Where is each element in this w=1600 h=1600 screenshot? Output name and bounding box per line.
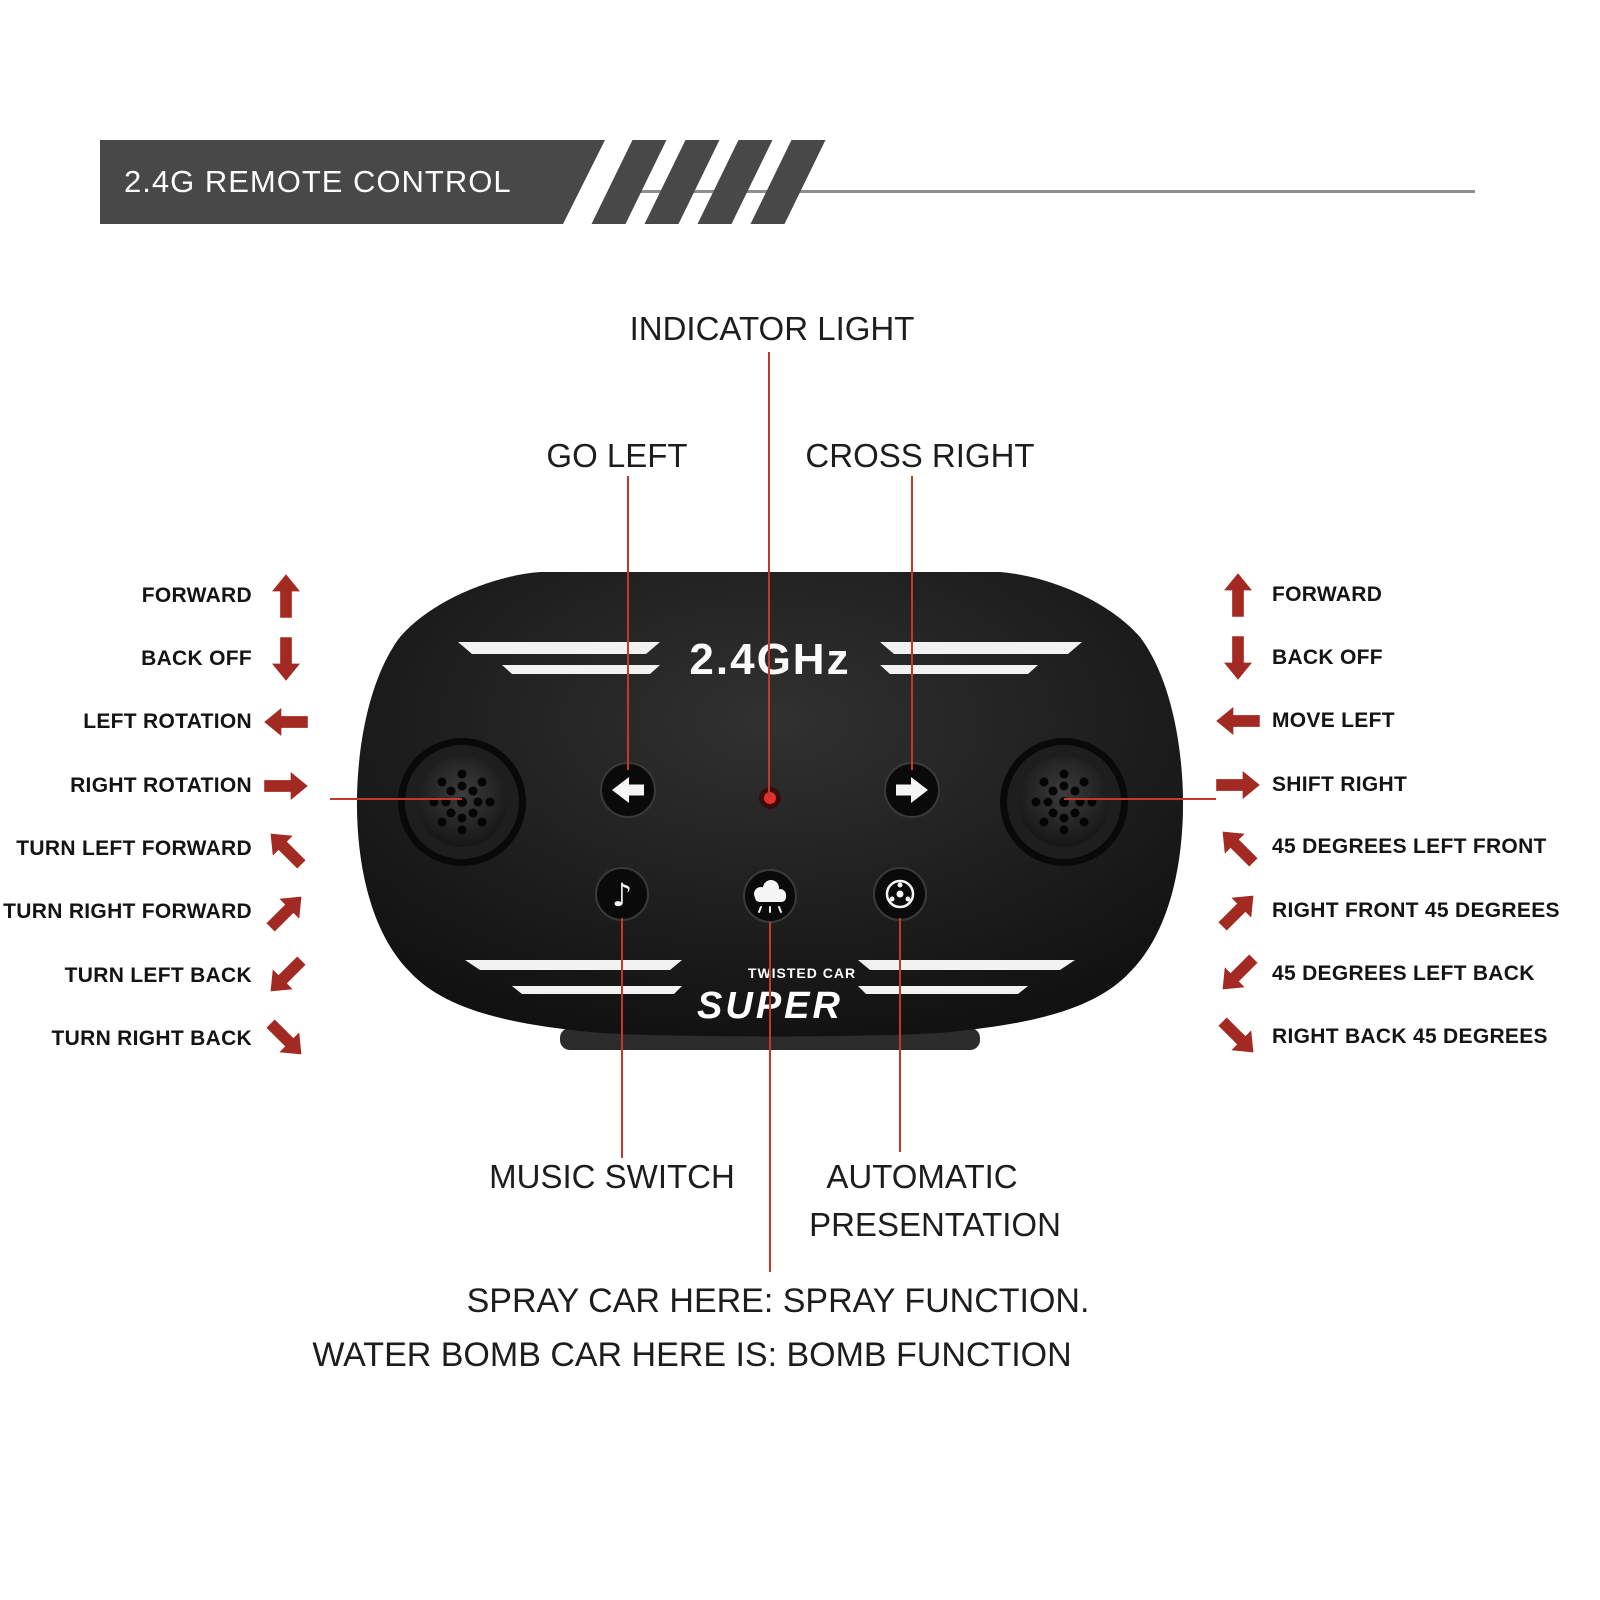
go-left-button — [600, 762, 656, 818]
remote-control-illustration: 2.4GHz — [356, 572, 1184, 1050]
left-label: RIGHT ROTATION — [70, 774, 252, 797]
left-joystick — [398, 738, 526, 866]
right-joystick-connector-line — [1064, 798, 1216, 800]
left-label: TURN RIGHT BACK — [51, 1027, 252, 1050]
left-joystick-connector-line — [330, 798, 462, 800]
left-arrow-icon — [260, 694, 312, 750]
divider-line — [640, 190, 1475, 193]
right-arrow-icon — [260, 758, 312, 814]
left-label: LEFT ROTATION — [83, 710, 252, 733]
right-label: RIGHT BACK 45 DEGREES — [1272, 1025, 1548, 1048]
cross-right-button — [884, 762, 940, 818]
right-label: 45 DEGREES LEFT BACK — [1272, 962, 1535, 985]
right-label-row: RIGHT BACK 45 DEGREES — [1212, 1009, 1548, 1065]
music-switch-label: MUSIC SWITCH — [489, 1158, 735, 1195]
right-label-row: BACK OFF — [1212, 630, 1383, 686]
brand-trim — [465, 960, 1075, 994]
left-label: BACK OFF — [141, 647, 252, 670]
right-arrow-icon — [1212, 757, 1264, 813]
up-left-arrow-icon — [1212, 819, 1264, 875]
cross-right-label: CROSS RIGHT — [805, 437, 1035, 474]
right-label-row: RIGHT FRONT 45 DEGREES — [1212, 883, 1560, 939]
right-label-row: 45 DEGREES LEFT BACK — [1212, 946, 1535, 1002]
left-label: FORWARD — [141, 584, 252, 607]
left-label-row: RIGHT ROTATION — [70, 758, 312, 814]
right-label: RIGHT FRONT 45 DEGREES — [1272, 899, 1560, 922]
spray-button — [743, 869, 797, 923]
automatic-label-line1: AUTOMATIC — [826, 1158, 1018, 1195]
right-label-row: MOVE LEFT — [1212, 693, 1395, 749]
left-label-row: LEFT ROTATION — [83, 694, 312, 750]
music-button: ♪ — [595, 867, 649, 921]
left-label-row: BACK OFF — [141, 631, 312, 687]
left-label: TURN RIGHT FORWARD — [3, 900, 252, 923]
banner-title: 2.4G REMOTE CONTROL — [124, 164, 512, 199]
spray-connector-line — [769, 922, 771, 1272]
left-label-row: TURN LEFT FORWARD — [16, 821, 312, 877]
music-icon: ♪ — [612, 876, 632, 914]
top-trim — [458, 642, 1082, 674]
up-right-arrow-icon — [260, 884, 312, 940]
left-arrow-icon — [1212, 693, 1264, 749]
brand-main-label: SUPER — [697, 985, 843, 1027]
down-left-arrow-icon — [260, 948, 312, 1004]
wheel-icon — [885, 879, 915, 909]
indicator-led — [759, 787, 781, 809]
right-label: MOVE LEFT — [1272, 709, 1395, 732]
up-left-arrow-icon — [260, 821, 312, 877]
go-left-connector-line — [627, 476, 629, 770]
down-left-arrow-icon — [1212, 946, 1264, 1002]
frequency-label: 2.4GHz — [689, 635, 850, 684]
right-label-row: SHIFT RIGHT — [1212, 757, 1407, 813]
left-label-row: FORWARD — [142, 568, 312, 624]
cross-right-connector-line — [911, 476, 913, 770]
up-arrow-icon — [1212, 567, 1264, 623]
right-label: 45 DEGREES LEFT FRONT — [1272, 835, 1547, 858]
bomb-note: WATER BOMB CAR HERE IS: BOMB FUNCTION — [312, 1336, 1072, 1374]
spray-note: SPRAY CAR HERE: SPRAY FUNCTION. — [466, 1282, 1090, 1320]
automatic-label-line2: PRESENTATION — [809, 1206, 1061, 1243]
up-arrow-icon — [260, 568, 312, 624]
title-banner: 2.4G REMOTE CONTROL — [100, 140, 605, 224]
indicator-connector-line — [768, 352, 770, 798]
left-label-row: TURN RIGHT BACK — [52, 1011, 312, 1067]
right-label: SHIFT RIGHT — [1272, 773, 1408, 796]
up-right-arrow-icon — [1212, 883, 1264, 939]
down-arrow-icon — [260, 631, 312, 687]
right-label: FORWARD — [1272, 583, 1383, 606]
spray-icon — [754, 880, 786, 902]
right-label: BACK OFF — [1272, 646, 1383, 669]
indicator-light-label: INDICATOR LIGHT — [629, 310, 915, 347]
right-label-row: 45 DEGREES LEFT FRONT — [1212, 819, 1547, 875]
right-joystick — [1000, 738, 1128, 866]
go-left-label: GO LEFT — [546, 437, 688, 474]
down-arrow-icon — [1212, 630, 1264, 686]
music-connector-line — [621, 918, 623, 1158]
left-label: TURN LEFT BACK — [64, 964, 252, 987]
left-label: TURN LEFT FORWARD — [16, 837, 252, 860]
left-label-row: TURN RIGHT FORWARD — [3, 884, 312, 940]
down-right-arrow-icon — [1212, 1009, 1264, 1065]
auto-demo-button — [873, 867, 927, 921]
auto-connector-line — [899, 918, 901, 1152]
brand-sub-label: TWISTED CAR — [748, 965, 856, 981]
down-right-arrow-icon — [260, 1011, 312, 1067]
right-label-row: FORWARD — [1212, 567, 1382, 623]
left-label-row: TURN LEFT BACK — [65, 948, 312, 1004]
